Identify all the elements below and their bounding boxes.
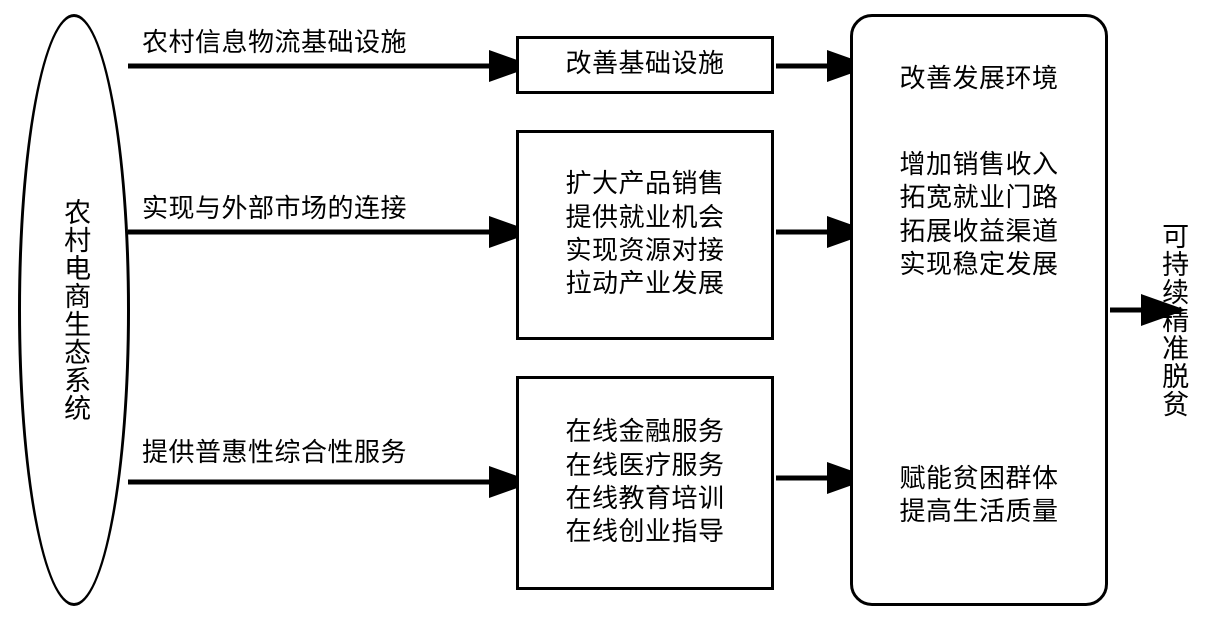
outcome-empower-poor-line-1: 赋能贫困群体 [899, 464, 1059, 494]
final-node-label: 可持续精准脱贫 [1157, 222, 1189, 418]
outcome-increase-income-line-2: 拓宽就业门路 [899, 183, 1059, 214]
edge-label-inclusive-services: 提供普惠性综合性服务 [142, 438, 408, 468]
edge-label-infrastructure: 农村信息物流基础设施 [142, 28, 408, 58]
box-online-services-line-1: 在线金融服务 [565, 417, 725, 448]
source-node-ellipse: 农村电商生态系统 [18, 14, 130, 606]
outcome-increase-income-line-1: 增加销售收入 [899, 150, 1059, 180]
box-expand-market: 扩大产品销售 提供就业机会 实现资源对接 拉动产业发展 [516, 130, 774, 340]
box-online-services-line-2: 在线医疗服务 [565, 450, 725, 481]
box-expand-market-line-3: 实现资源对接 [565, 236, 725, 266]
box-expand-market-line-4: 拉动产业发展 [565, 269, 725, 300]
box-outcomes: 改善发展环境 增加销售收入 拓宽就业门路 拓展收益渠道 实现稳定发展 赋能贫困群… [850, 14, 1108, 606]
outcome-empower-poor-line-2: 提高生活质量 [899, 497, 1059, 528]
outcome-group-increase-income: 增加销售收入 拓宽就业门路 拓展收益渠道 实现稳定发展 [853, 149, 1105, 282]
outcome-improve-environment-line-1: 改善发展环境 [899, 64, 1059, 94]
outcome-group-empower-poor: 赋能贫困群体 提高生活质量 [853, 463, 1105, 530]
box-expand-market-line-2: 提供就业机会 [565, 202, 725, 233]
box-online-services: 在线金融服务 在线医疗服务 在线教育培训 在线创业指导 [516, 376, 774, 590]
box-improve-infrastructure: 改善基础设施 [516, 36, 774, 94]
box-expand-market-line-1: 扩大产品销售 [565, 169, 725, 200]
outcome-group-improve-environment: 改善发展环境 [853, 63, 1105, 96]
box-improve-infrastructure-line-1: 改善基础设施 [565, 49, 725, 80]
source-node-label: 农村电商生态系统 [59, 198, 91, 422]
outcome-increase-income-line-4: 实现稳定发展 [899, 249, 1059, 280]
box-online-services-line-3: 在线教育培训 [565, 484, 725, 514]
box-online-services-line-4: 在线创业指导 [565, 517, 725, 548]
final-node: 可持续精准脱贫 [1150, 160, 1194, 480]
edge-label-market-connection: 实现与外部市场的连接 [142, 194, 408, 224]
outcome-increase-income-line-3: 拓展收益渠道 [899, 216, 1059, 247]
